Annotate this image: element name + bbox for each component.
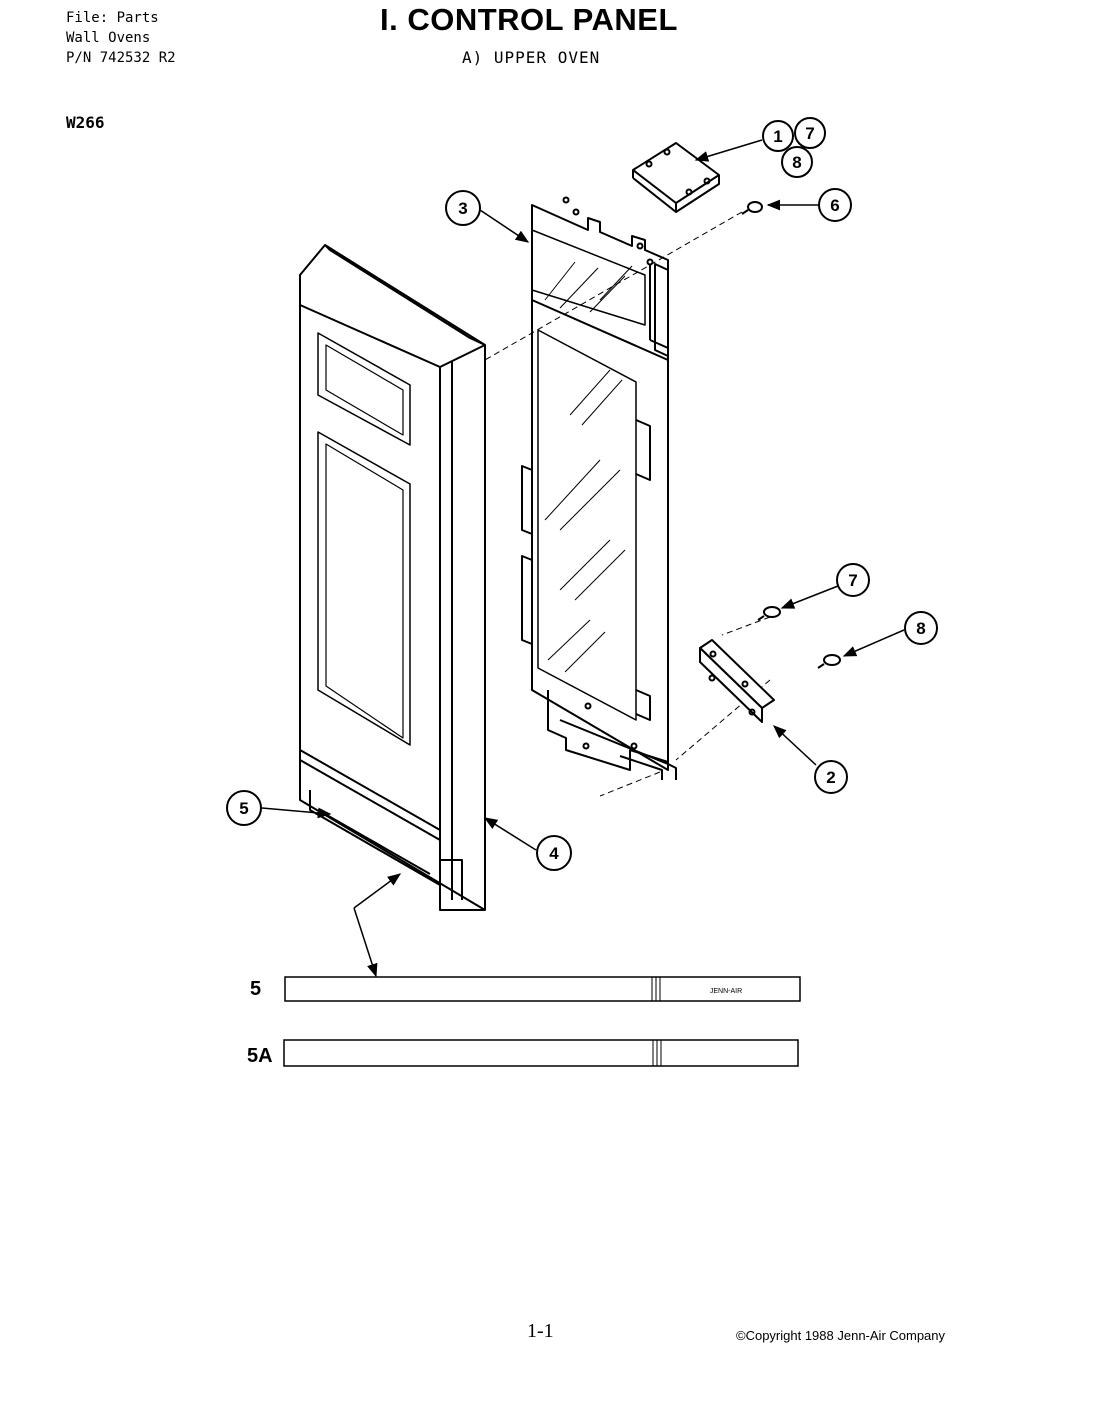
- section-subtitle: A) UPPER OVEN: [462, 48, 601, 67]
- page-title: I. CONTROL PANEL: [380, 2, 678, 37]
- callout-5-label: 5: [239, 799, 248, 818]
- callout-3: 3: [445, 190, 481, 226]
- trim-strip-5: 5 JENN-AIR: [250, 976, 801, 1002]
- part-number-line: P/N 742532 R2: [66, 50, 176, 66]
- callout-2-label: 2: [826, 768, 835, 787]
- copyright-notice: ©Copyright 1988 Jenn-Air Company: [736, 1328, 946, 1343]
- callout-8: 8: [904, 611, 938, 645]
- callout-1-label: 1: [773, 127, 782, 146]
- callouts: 1 7 8 3 6 7 8 2: [226, 117, 938, 871]
- callout-3-label: 3: [458, 199, 467, 218]
- screw-part-6: [741, 201, 763, 215]
- trim-strip-5a: 5A: [247, 1039, 799, 1067]
- callout-4-label: 4: [549, 844, 559, 863]
- file-line: File: Parts: [66, 10, 159, 26]
- callout-7: 7: [836, 563, 870, 597]
- callout-6: 6: [818, 188, 852, 222]
- lower-bracket-part: [699, 639, 775, 723]
- panel-frame-part: [521, 196, 677, 780]
- glass-reflection-lines: [544, 261, 633, 673]
- callout-4: 4: [536, 835, 572, 871]
- callout-2: 2: [814, 760, 848, 794]
- category-line: Wall Ovens: [66, 30, 151, 46]
- top-bracket-part: [632, 142, 720, 213]
- strip-5a-label: 5A: [247, 1045, 273, 1067]
- strip-5-label: 5: [250, 978, 261, 1000]
- callout-1: 1: [762, 120, 794, 152]
- model-number: W266: [66, 113, 105, 132]
- screw-parts-7-8: [757, 606, 841, 669]
- callout-8-top: 8: [781, 146, 813, 178]
- callout-6-label: 6: [830, 196, 839, 215]
- callout-8-label: 8: [916, 619, 925, 638]
- callout-5: 5: [226, 790, 262, 826]
- callout-7-top-label: 7: [805, 124, 814, 143]
- strip-5-brand: JENN-AIR: [710, 988, 742, 995]
- callout-8-top-label: 8: [792, 153, 801, 172]
- callout-7-label: 7: [848, 571, 857, 590]
- callout-7-top: 7: [794, 117, 826, 149]
- leader-arrows: [261, 139, 905, 978]
- page-number: 1-1: [527, 1320, 554, 1342]
- control-panel-front-part: [299, 244, 486, 911]
